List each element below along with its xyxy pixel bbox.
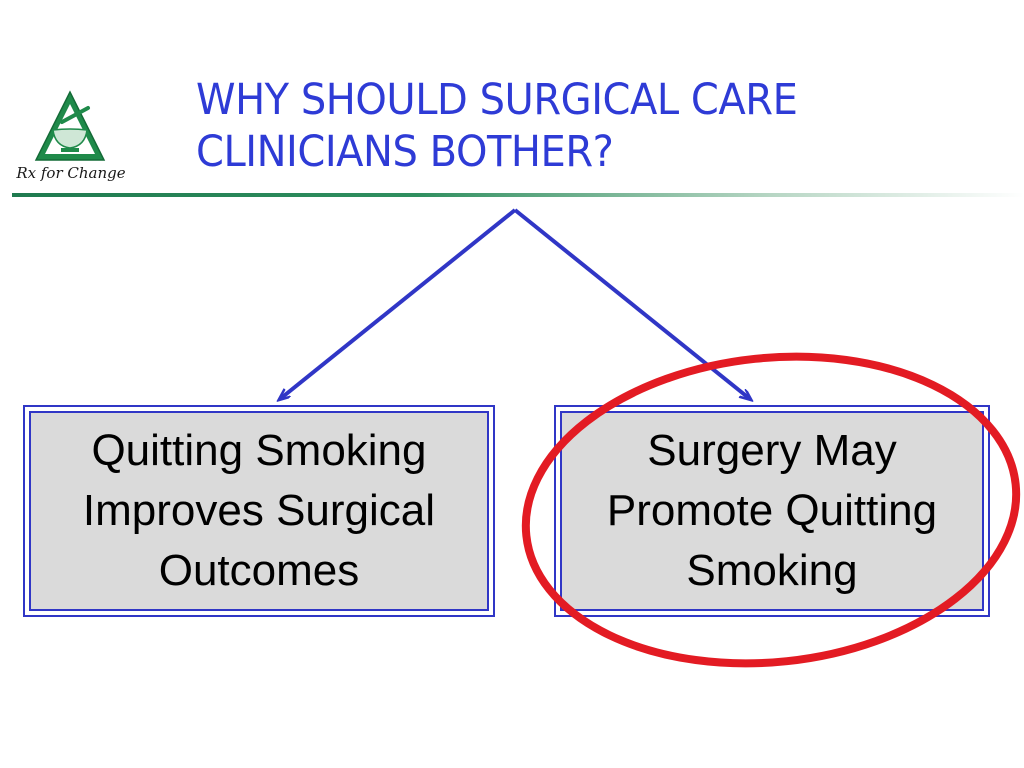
left-arrow — [280, 208, 517, 399]
slide-title: WHY SHOULD SURGICAL CARE CLINICIANS BOTH… — [196, 74, 940, 178]
promote-quitting-box: Surgery May Promote Quitting Smoking — [554, 405, 990, 617]
outcomes-box-text: Quitting Smoking Improves Surgical Outco… — [83, 421, 435, 601]
title-line-1: WHY SHOULD SURGICAL CARE — [196, 75, 798, 125]
outcomes-line-1: Quitting Smoking — [91, 426, 427, 475]
promote-line-3: Smoking — [686, 546, 858, 595]
right-arrow — [513, 208, 750, 399]
logo-text: Rx for Change — [16, 164, 126, 182]
title-divider — [12, 193, 1024, 197]
mortar-pestle-triangle-icon — [34, 90, 106, 161]
promote-line-2: Promote Quitting — [606, 486, 938, 535]
title-line-2: CLINICIANS BOTHER? — [196, 127, 614, 177]
promote-quitting-box-text: Surgery May Promote Quitting Smoking — [607, 421, 937, 601]
highlight-ellipse — [521, 352, 1021, 668]
promote-line-1: Surgery May — [647, 426, 897, 475]
outcomes-line-2: Improves Surgical — [82, 486, 436, 535]
outcomes-line-3: Outcomes — [158, 546, 360, 595]
rx-for-change-logo: Rx for Change — [12, 88, 130, 192]
outcomes-box: Quitting Smoking Improves Surgical Outco… — [23, 405, 495, 617]
